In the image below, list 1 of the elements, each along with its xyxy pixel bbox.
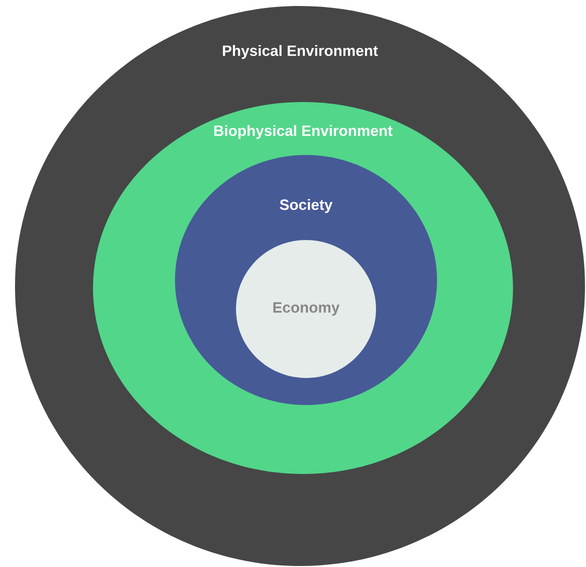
ring: Economy: [236, 240, 376, 378]
